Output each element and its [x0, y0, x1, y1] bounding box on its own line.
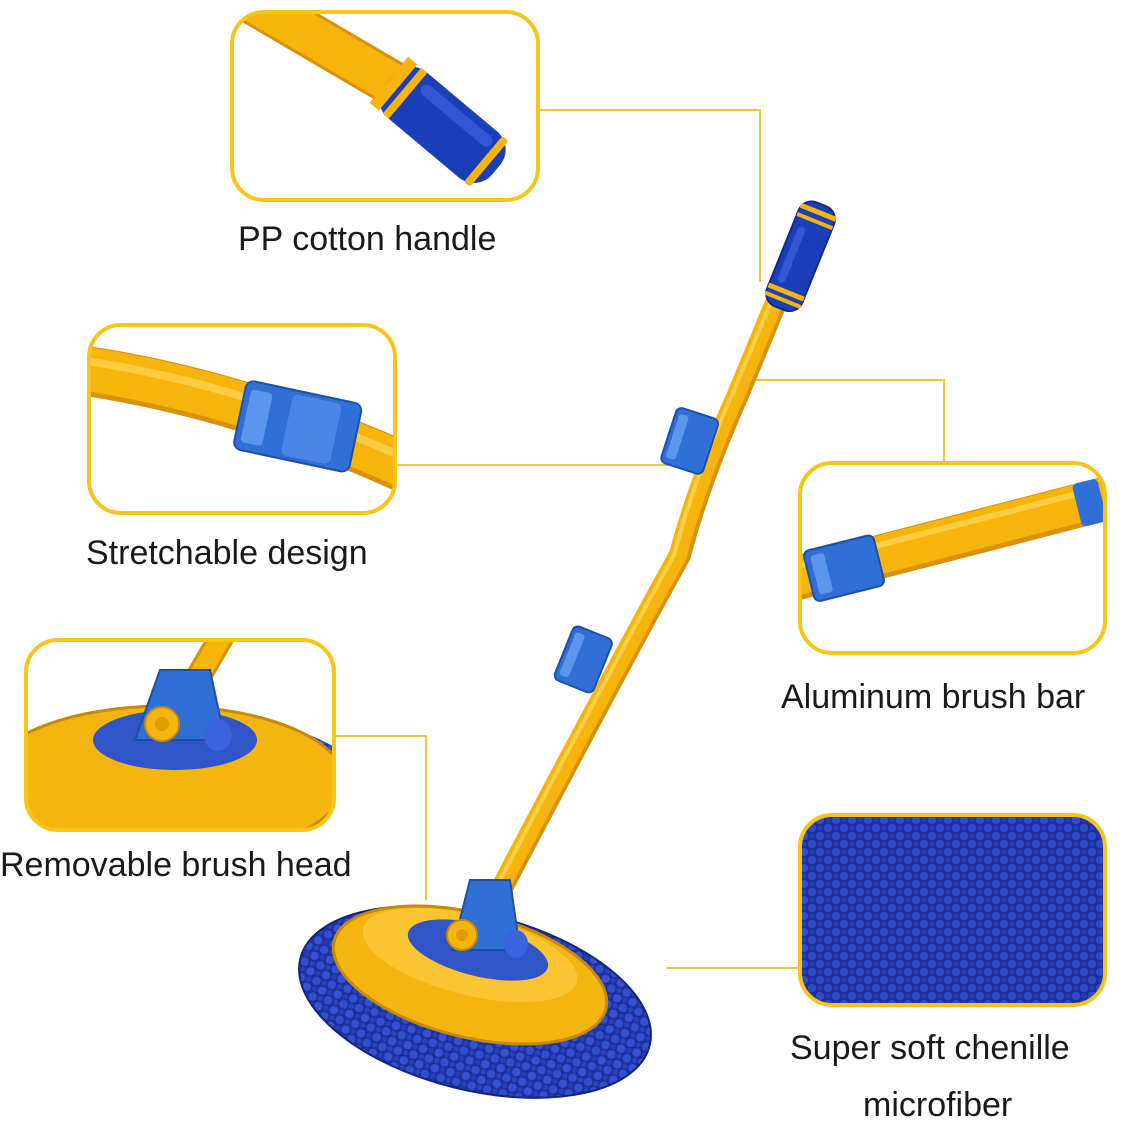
frame-stretch [87, 323, 397, 515]
main-grip [764, 200, 837, 313]
main-joint-upper [660, 407, 720, 475]
label-pp-cotton-handle: PP cotton handle [238, 220, 497, 258]
leader-line-bar [740, 379, 945, 463]
frame-handle [230, 10, 540, 202]
leader-line-handle [538, 109, 761, 282]
label-chenille-line2: microfiber [863, 1086, 1013, 1124]
frame-bar [798, 461, 1107, 655]
main-brush-head [298, 879, 652, 1099]
label-removable-brush-head: Removable brush head [0, 846, 352, 884]
label-chenille-line1: Super soft chenille [790, 1029, 1070, 1067]
main-pole [469, 287, 789, 941]
frame-fiber [798, 813, 1107, 1007]
leader-line-head [334, 735, 427, 900]
label-aluminum-brush-bar: Aluminum brush bar [781, 678, 1086, 716]
label-stretchable-design: Stretchable design [86, 534, 368, 572]
frame-head [24, 638, 336, 832]
leader-lines [334, 109, 945, 969]
main-joint-lower [553, 625, 613, 694]
